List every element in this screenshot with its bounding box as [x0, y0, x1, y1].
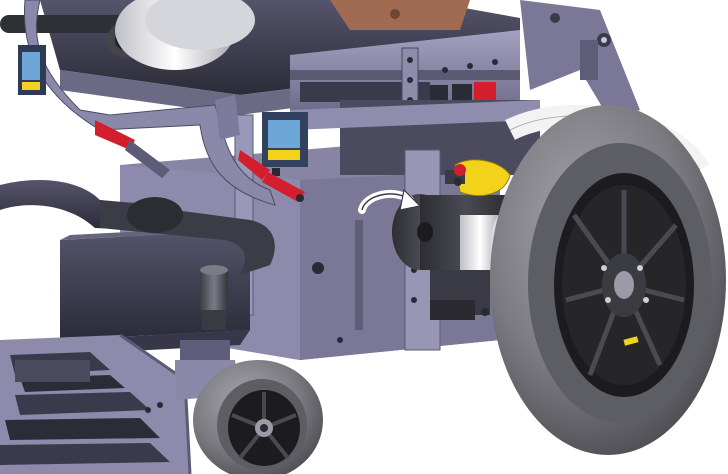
seat-post — [200, 270, 228, 310]
caster-wheel — [175, 340, 323, 474]
armrest-tube — [0, 180, 275, 330]
side-rail — [290, 30, 520, 119]
footplate — [0, 333, 192, 474]
rear-bracket — [520, 0, 640, 120]
left-joystick-knob — [0, 0, 255, 70]
center-control-box — [262, 112, 308, 176]
red-latch-right — [238, 150, 305, 202]
red-latch-left — [95, 120, 170, 178]
seat-frame-tube — [23, 0, 276, 206]
wood-panel — [330, 0, 470, 30]
bolt-set — [145, 308, 489, 413]
rear-drive-wheel — [490, 104, 726, 455]
left-control-box — [18, 45, 46, 95]
yellow-connector — [445, 159, 511, 197]
red-switch — [474, 82, 496, 102]
battery-box — [60, 225, 260, 355]
curved-arrow-icon — [358, 188, 422, 214]
